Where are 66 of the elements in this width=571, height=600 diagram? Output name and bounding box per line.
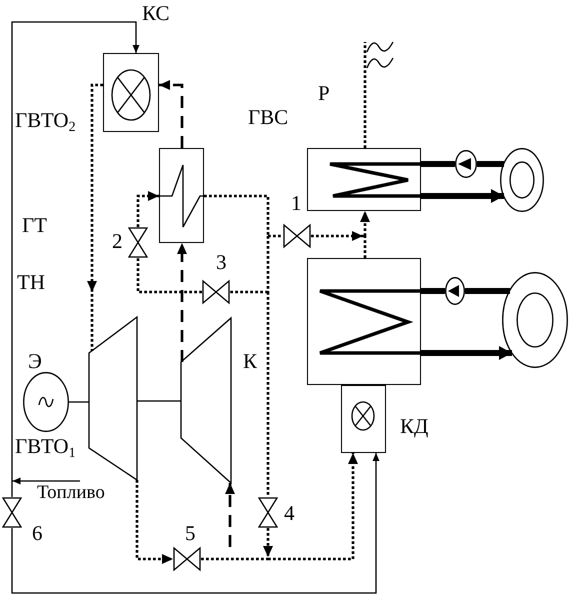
flow-arrow [421, 346, 512, 360]
pipe-line [204, 194, 270, 236]
pipe-line [266, 292, 270, 497]
pipe-line [268, 234, 283, 238]
valve-symbol [173, 547, 201, 571]
part-label: КД [400, 416, 428, 437]
pipe-line [364, 42, 366, 148]
heat-exchanger [307, 148, 421, 211]
pipe-line [266, 236, 270, 292]
pipe-line [11, 481, 13, 497]
part-label: ГВТО$_{2}$ [15, 110, 76, 131]
flow-arrow [87, 84, 103, 351]
part-label: ГВТО$_{1}$ [15, 436, 76, 457]
part-label: Э [28, 351, 42, 372]
flow-label: Топливо [37, 482, 105, 503]
part-label: К [243, 351, 258, 372]
callout-number: 2 [112, 231, 122, 252]
burner-box [341, 385, 386, 453]
pipe-line [136, 258, 202, 294]
pump-symbol [445, 277, 465, 305]
pipe-line [421, 288, 445, 294]
flow-arrow [421, 189, 504, 203]
heat-exchanger [307, 258, 421, 385]
pipe-line [465, 288, 510, 294]
flow-arrow [11, 453, 380, 594]
shaft-line [137, 400, 181, 402]
part-label: Р [318, 83, 330, 104]
callout-number: 6 [32, 523, 42, 544]
combustion-chamber [103, 53, 159, 132]
valve-symbol [258, 497, 278, 528]
turbine-symbol [89, 317, 137, 480]
regenerator-box [159, 148, 204, 243]
valve-symbol [128, 227, 148, 258]
pipe-line [477, 161, 504, 167]
flow-arrow [268, 453, 358, 560]
callout-number: 3 [216, 252, 226, 273]
pipe-line [364, 236, 366, 258]
shaft-line [69, 401, 89, 403]
valve-symbol [202, 280, 230, 304]
flow-arrow [177, 243, 187, 362]
flow-arrow [136, 480, 173, 564]
pipe-line [201, 558, 268, 560]
valve-symbol [283, 224, 311, 248]
heat-consumer-symbol [500, 148, 544, 212]
part-label: ГВС [248, 107, 288, 128]
compressor-symbol [181, 318, 231, 483]
callout-number: 1 [291, 193, 302, 214]
generator-symbol [23, 372, 69, 432]
flow-arrow [136, 191, 159, 227]
part-label: ГТ [22, 215, 47, 236]
callout-number: 4 [284, 503, 294, 524]
callout-number: 5 [185, 523, 196, 544]
flow-arrow [12, 478, 80, 484]
flow-arrow [11, 21, 140, 481]
flow-arrow [263, 528, 273, 559]
flow-arrow [159, 80, 184, 148]
heat-consumer-symbol [502, 272, 568, 368]
pipe-line [421, 161, 455, 167]
flow-arrow [360, 211, 370, 236]
pipe-line [230, 290, 268, 294]
pump-symbol [455, 150, 477, 178]
part-label: КС [142, 3, 170, 24]
flow-arrow [225, 483, 235, 547]
part-label: ТН [17, 272, 45, 293]
valve-symbol [2, 497, 22, 528]
flow-arrow [311, 231, 365, 241]
